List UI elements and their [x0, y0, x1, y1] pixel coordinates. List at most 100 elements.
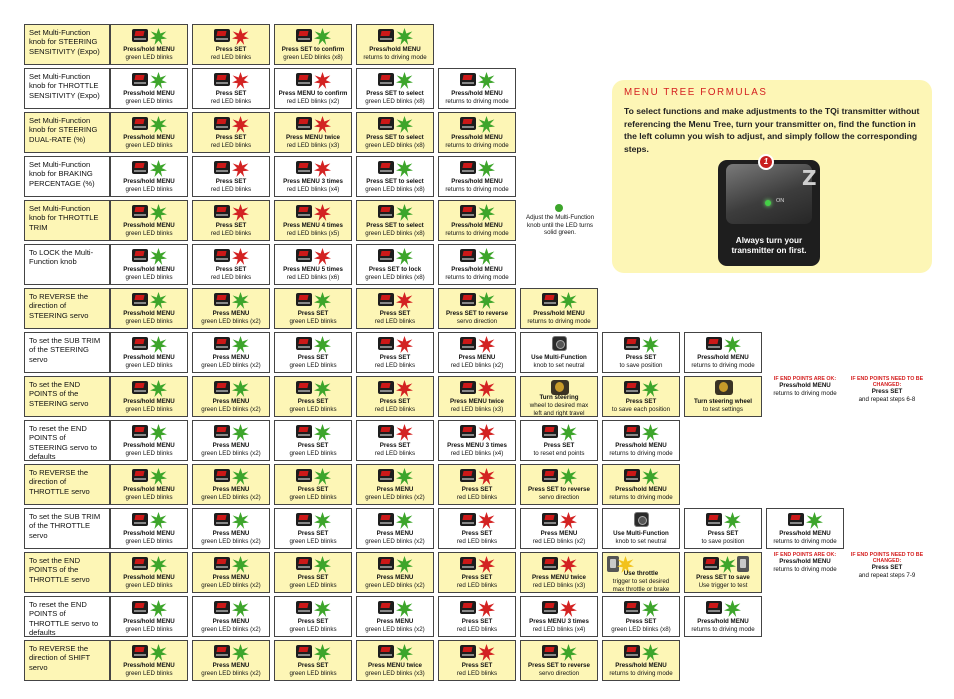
step-result: green LED blinks — [125, 538, 173, 545]
step-result: green LED blinks (x2) — [201, 582, 261, 589]
menu-switch-icon — [214, 249, 230, 262]
step-action: Press SET to confirm — [281, 46, 345, 53]
step-icons — [521, 424, 597, 441]
green-led-burst-icon — [314, 512, 331, 529]
menu-switch-icon — [132, 513, 148, 526]
step-icons — [439, 248, 515, 265]
function-label: To REVERSE the direction of THROTTLE ser… — [24, 464, 110, 505]
throttle-trigger-icon — [607, 556, 619, 572]
step-action: Press SET to select — [366, 222, 424, 229]
step-result: returns to driving mode — [773, 538, 837, 545]
step-icons — [603, 468, 679, 485]
box-result: and repeat steps 6-8 — [858, 395, 916, 403]
menu-switch-icon — [296, 117, 312, 130]
step-icons — [275, 644, 351, 661]
step-result: returns to driving mode — [445, 274, 509, 281]
step-result: returns to driving mode — [609, 670, 673, 677]
warning-label: IF END POINTS ARE OK: — [773, 376, 837, 382]
step-action: Press MENU twice — [532, 574, 586, 581]
green-led-burst-icon — [396, 644, 413, 661]
step-icons — [111, 72, 187, 89]
function-label: Set Multi-Function knob for THROTTLE TRI… — [24, 200, 110, 241]
green-led-burst-icon — [478, 116, 495, 133]
menu-tree-row: Set Multi-Function knob for STEERING SEN… — [24, 24, 866, 67]
menu-switch-icon — [296, 29, 312, 42]
function-label: To LOCK the Multi-Function knob — [24, 244, 110, 285]
function-label: To set the END POINTS of the THROTTLE se… — [24, 552, 110, 593]
box-action: Press/hold MENU — [779, 382, 831, 389]
step-icons — [357, 556, 433, 573]
box-result: returns to driving mode — [773, 565, 837, 573]
step-action: Press MENU 4 times — [283, 222, 343, 229]
red-led-burst-icon — [314, 72, 331, 89]
step-action: Press MENU — [376, 618, 414, 625]
menu-switch-icon — [624, 469, 640, 482]
step-icons — [193, 248, 269, 265]
step-action: Press SET to select — [366, 90, 424, 97]
step-result: green LED blinks — [125, 98, 173, 105]
box-result: and repeat steps 7-9 — [858, 571, 916, 579]
green-led-burst-icon — [396, 468, 413, 485]
step-action: Press MENU — [212, 354, 250, 361]
step-action: Press SET — [297, 530, 329, 537]
step-action: Press MENU — [458, 354, 496, 361]
step-action: Press SET — [379, 398, 411, 405]
step-action: Press SET — [297, 662, 329, 669]
step-result: red LED blinks — [210, 142, 252, 149]
green-led-burst-icon — [232, 292, 249, 309]
red-led-burst-icon — [478, 644, 495, 661]
menu-switch-icon — [378, 293, 394, 306]
green-led-burst-icon — [150, 644, 167, 661]
step-result: red LED blinks — [210, 274, 252, 281]
menu-switch-icon — [624, 337, 640, 350]
step-icons — [357, 160, 433, 177]
step-result: knob to set neutral — [533, 362, 585, 369]
step-action: Press/hold MENU — [123, 574, 175, 581]
menu-switch-icon — [460, 337, 476, 350]
step-icons — [111, 160, 187, 177]
step-action: Press SET — [215, 134, 247, 141]
step-icons — [439, 556, 515, 573]
step-result: returns to driving mode — [445, 230, 509, 237]
menu-switch-icon — [542, 425, 558, 438]
menu-switch-icon — [460, 161, 476, 174]
menu-switch-icon — [706, 337, 722, 350]
step-result: servo direction — [456, 318, 498, 325]
step-action: Press MENU — [212, 398, 250, 405]
step-icons — [685, 336, 761, 353]
step-action: Press SET — [215, 222, 247, 229]
menu-switch-icon — [378, 601, 394, 614]
menu-switch-icon — [703, 557, 719, 570]
step-icons — [439, 160, 515, 177]
step-action: Press/hold MENU — [123, 178, 175, 185]
step-result: red LED blinks — [210, 98, 252, 105]
menu-tree-row: To reset the END POINTS of THROTTLE serv… — [24, 596, 866, 639]
step-action: Press SET — [297, 398, 329, 405]
solid-led-note: Adjust the Multi-Function knob until the… — [520, 200, 600, 241]
step-icons — [111, 28, 187, 45]
red-led-burst-icon — [560, 600, 577, 617]
step-action: Press/hold MENU — [451, 178, 503, 185]
step-action: Press SET — [625, 354, 657, 361]
step-icons — [275, 28, 351, 45]
step-action: Press/hold MENU — [697, 354, 749, 361]
menu-switch-icon — [624, 381, 640, 394]
step-action: Press SET to reverse — [528, 662, 590, 669]
step-result: green LED blinks — [125, 582, 173, 589]
green-led-burst-icon — [232, 424, 249, 441]
step-action: Press MENU — [376, 486, 414, 493]
